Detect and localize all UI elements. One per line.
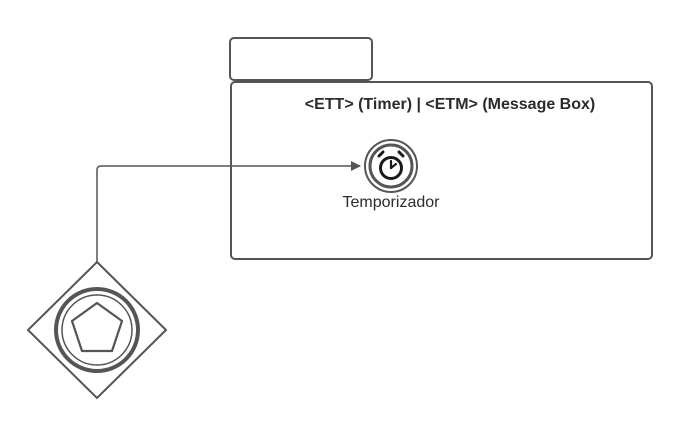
- event-based-gateway[interactable]: [26, 260, 168, 400]
- sequence-flow-connector[interactable]: [96, 161, 361, 262]
- pool-container[interactable]: <ETT> (Timer) | <ETM> (Message Box): [230, 81, 653, 260]
- timer-event-label: Temporizador: [343, 194, 441, 211]
- timer-event[interactable]: Temporizador: [343, 139, 441, 211]
- pool-tab[interactable]: [229, 37, 373, 81]
- pool-title: <ETT> (Timer) | <ETM> (Message Box): [305, 96, 595, 113]
- pentagon-icon: [70, 301, 124, 353]
- stopwatch-icon: [377, 150, 405, 180]
